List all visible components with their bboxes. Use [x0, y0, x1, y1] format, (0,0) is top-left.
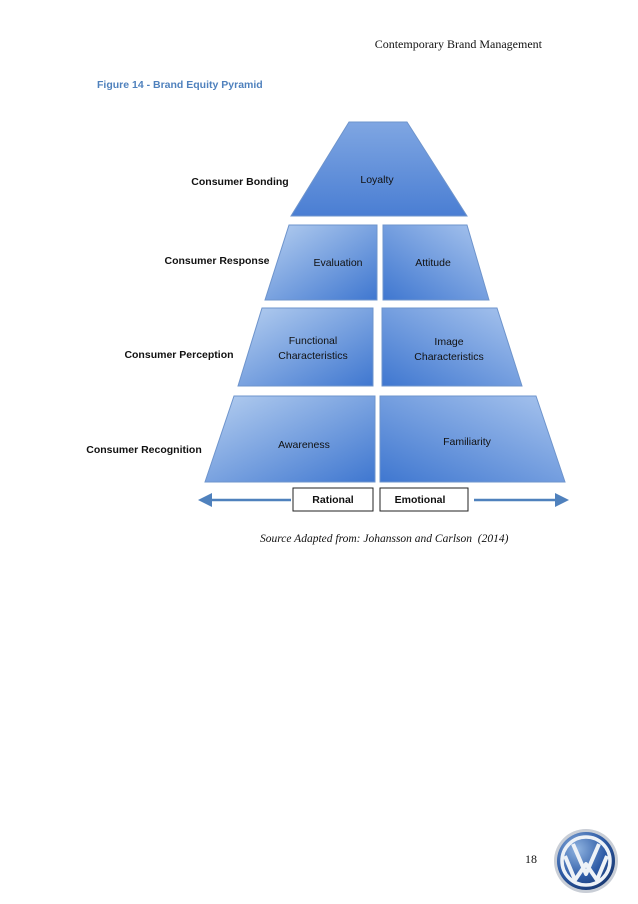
source-note: Source Adapted from: Johansson and Carls… [260, 533, 509, 545]
level-label-perception: Consumer Perception [124, 349, 233, 361]
pyramid-cell-attitude [382, 224, 490, 301]
vw-logo-icon [554, 829, 618, 893]
level-label-recognition: Consumer Recognition [86, 444, 202, 456]
cell-attitude: Attitude [415, 257, 451, 269]
cell-image-line1: Image [434, 336, 463, 348]
rational-box [292, 487, 374, 512]
figure-caption: Figure 14 - Brand Equity Pyramid [97, 79, 263, 91]
cell-functional-line2: Characteristics [278, 350, 347, 362]
pyramid-cell-familiarity [379, 395, 566, 483]
cell-functional-line1: Functional [289, 335, 337, 347]
rational-label: Rational [312, 494, 354, 506]
cell-loyalty: Loyalty [360, 174, 394, 186]
right-arrow-icon [474, 493, 569, 507]
emotional-box [379, 487, 469, 512]
level-label-response: Consumer Response [164, 255, 269, 267]
header-title: Contemporary Brand Management [374, 37, 542, 51]
cell-image-line2: Characteristics [414, 351, 483, 363]
emotional-label: Emotional [395, 494, 446, 506]
pyramid-cell-evaluation [264, 224, 378, 301]
cell-familiarity: Familiarity [443, 436, 492, 448]
left-arrow-icon [198, 493, 291, 507]
cell-awareness: Awareness [278, 439, 330, 451]
pyramid-cell-image [381, 307, 523, 387]
level-label-bonding: Consumer Bonding [191, 176, 288, 188]
pyramid-cell-functional [237, 307, 374, 387]
page-number: 18 [525, 852, 537, 866]
pyramid-tier-loyalty [290, 121, 468, 217]
cell-evaluation: Evaluation [313, 257, 362, 269]
pyramid-cell-awareness [204, 395, 376, 483]
